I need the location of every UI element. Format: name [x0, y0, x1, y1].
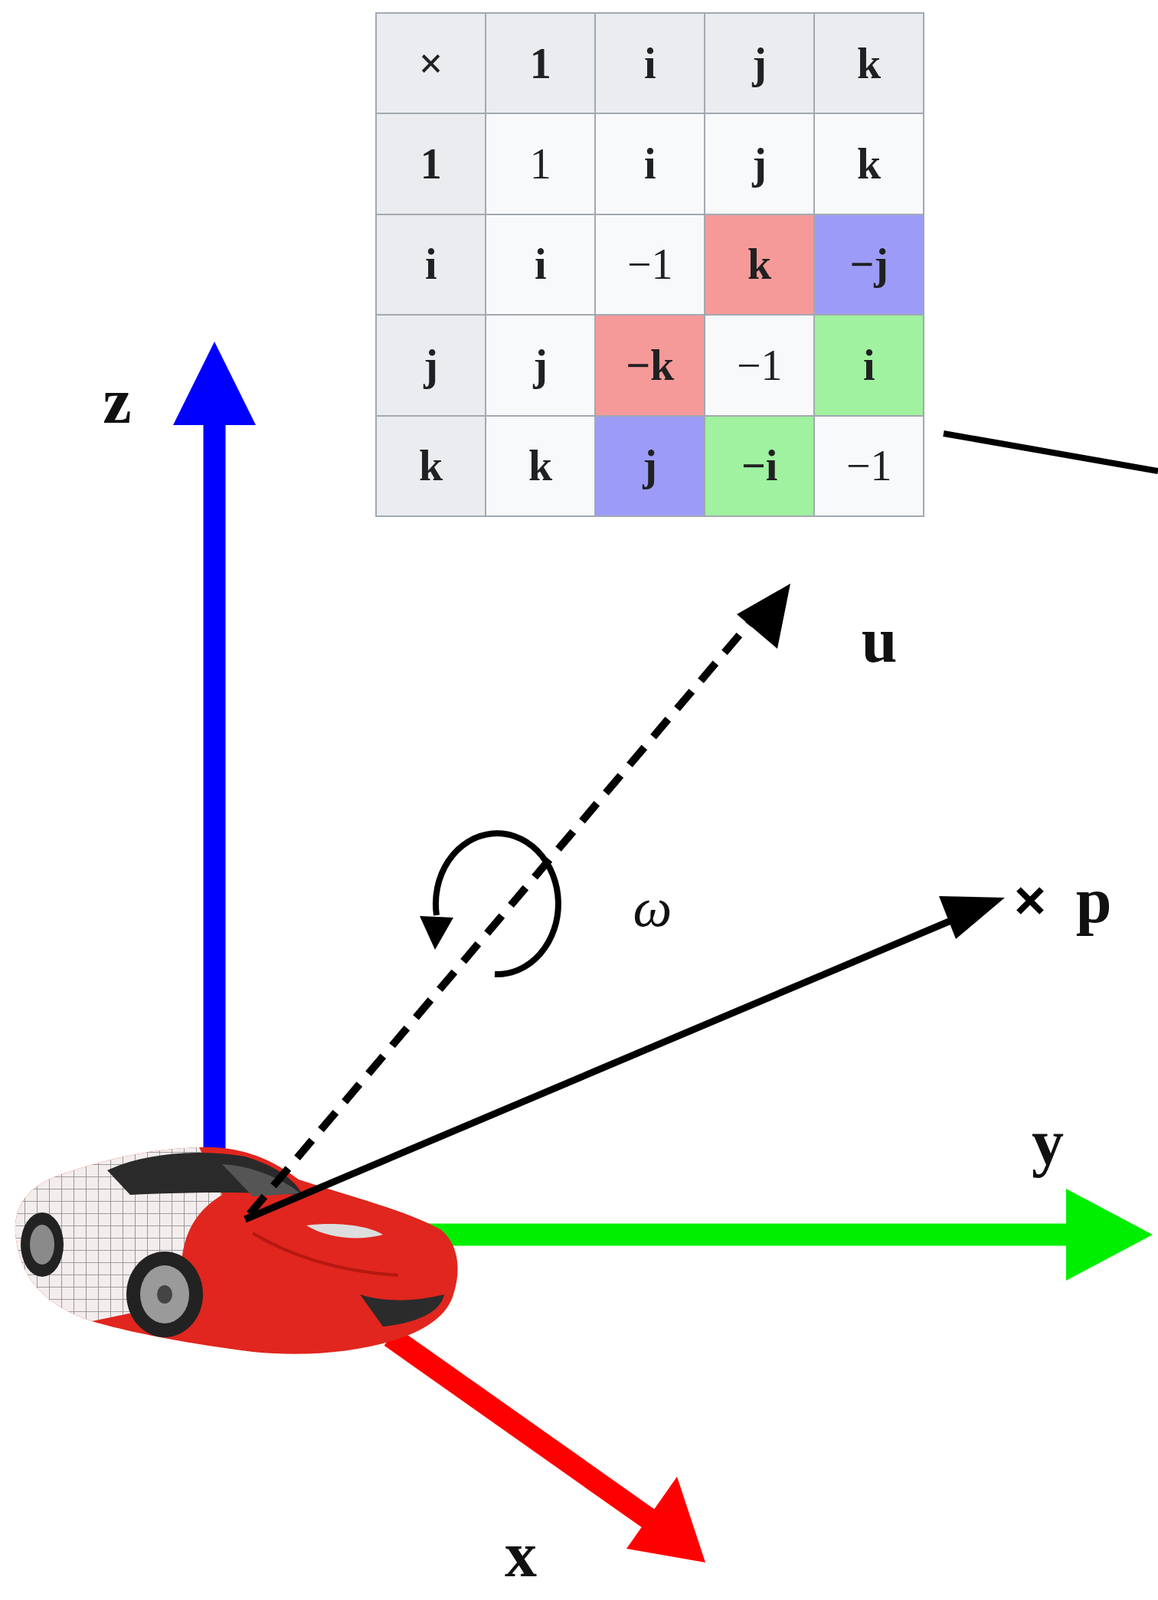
- axis-label: z: [102, 369, 131, 434]
- leader-line: [943, 433, 1158, 472]
- axis-label: u: [861, 608, 898, 673]
- z-axis: [203, 417, 226, 1195]
- table-header-cell: 1: [375, 112, 487, 215]
- u-axis: [249, 612, 759, 1214]
- x-arrowhead: [626, 1476, 706, 1563]
- y-axis: [413, 1223, 1073, 1247]
- x-axis: [390, 1336, 651, 1521]
- table-cell: −k: [594, 314, 706, 416]
- u-arrowhead: [736, 583, 791, 649]
- rotation-arrowhead: [419, 915, 454, 950]
- table-header-cell: k: [813, 12, 925, 115]
- table-cell: k: [484, 415, 596, 517]
- table-cell: −1: [703, 314, 815, 416]
- table-cell: −i: [703, 415, 815, 517]
- table-cell: i: [484, 213, 596, 316]
- table-cell: −1: [594, 213, 706, 316]
- table-cell: i: [594, 112, 706, 215]
- table-cell: −j: [813, 213, 925, 316]
- table-cell: i: [813, 314, 925, 416]
- z-arrowhead: [173, 341, 256, 426]
- p-vector: [245, 911, 973, 1220]
- y-arrowhead: [1066, 1188, 1153, 1281]
- table-cell: j: [484, 314, 596, 416]
- axis-label: y: [1031, 1110, 1064, 1175]
- point-marker: [1018, 889, 1042, 913]
- table-cell: j: [594, 415, 706, 517]
- table-cell: 1: [484, 112, 596, 215]
- table-cell: j: [703, 112, 815, 215]
- table-header-cell: ×: [375, 12, 487, 115]
- car-illustration: [15, 1147, 458, 1355]
- table-header-cell: k: [375, 415, 487, 517]
- table-header-cell: i: [375, 213, 487, 316]
- rotation-arc: [435, 833, 559, 975]
- table-header-cell: j: [703, 12, 815, 115]
- p-arrowhead: [938, 896, 1005, 939]
- table-header-cell: i: [594, 12, 706, 115]
- point-label: p: [1076, 868, 1113, 933]
- table-cell: k: [813, 112, 925, 215]
- table-cell: −1: [813, 415, 925, 517]
- table-header-cell: j: [375, 314, 487, 416]
- angle-label: ω: [633, 879, 673, 936]
- axis-label: x: [504, 1522, 537, 1587]
- table-header-cell: 1: [484, 12, 596, 115]
- table-cell: k: [703, 213, 815, 316]
